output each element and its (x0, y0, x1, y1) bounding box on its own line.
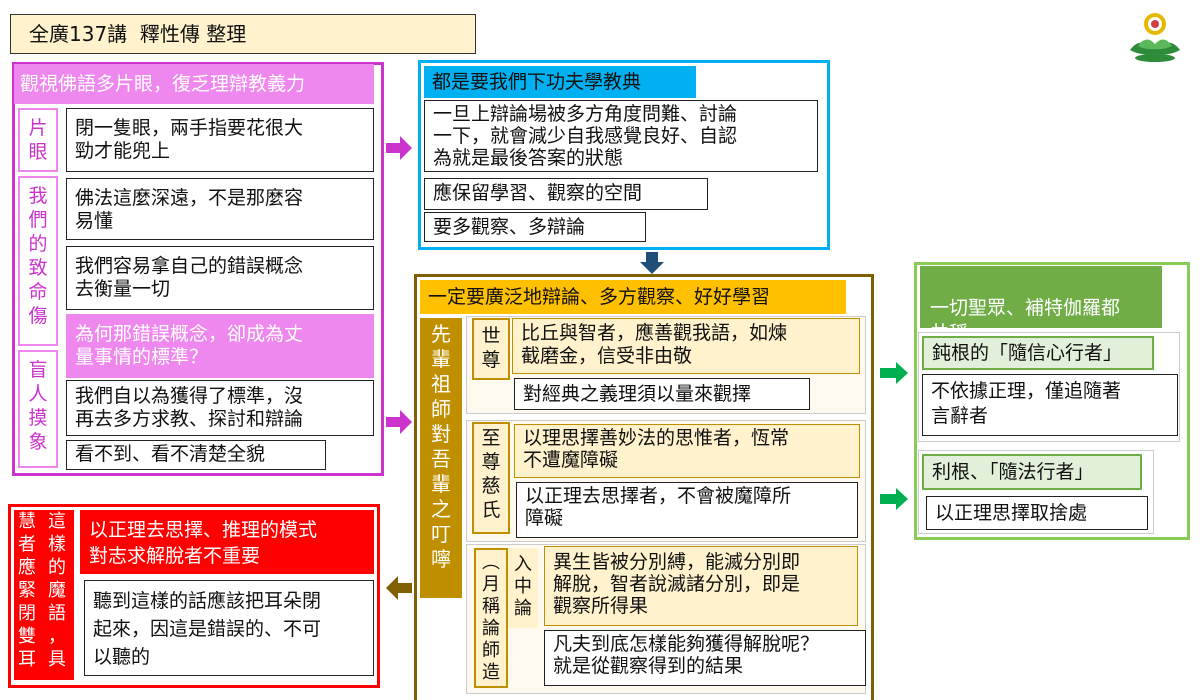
left-frame (12, 62, 384, 476)
left-box-2: 佛法這麼深遠，不是那麼容 易懂 (66, 178, 374, 240)
top-middle-box-2: 應保留學習、觀察的空間 (424, 178, 708, 210)
arrow-right-icon (386, 136, 412, 164)
right-box-2: 以正理思擇取捨處 (926, 496, 1148, 530)
center-g2-label: 至 尊 慈 氏 (472, 422, 510, 534)
lotus-logo-icon (1124, 10, 1186, 64)
center-g3-box-1: 異生皆被分別縛，能滅分別即 解脫，智者說滅諸分別，即是 觀察所得果 (544, 546, 858, 626)
left-label-3: 盲 人 摸 象 (18, 350, 58, 468)
bottom-left-title: 以正理去思擇、推理的模式 對志求解脫者不重要 (80, 510, 374, 574)
right-box-1: 不依據正理，僅追隨著 言辭者 (922, 374, 1178, 436)
bottom-left-frame (8, 504, 380, 688)
bottom-left-side-label-b: 這 樣 的 魔 語 ， 具 (40, 510, 74, 680)
arrow-down-icon (640, 252, 664, 278)
left-box-1: 閉一隻眼，兩手指要花很大 勁才能兜上 (66, 108, 374, 172)
center-g2-box-2: 以正理去思擇者，不會被魔障所 障礙 (516, 482, 858, 538)
top-middle-frame (418, 60, 830, 250)
center-g3-label-inner: 入 中 論 (508, 548, 538, 628)
left-box-6: 看不到、看不清楚全貌 (66, 440, 326, 470)
header-title: 全廣137講 釋性傳 整理 (29, 22, 247, 46)
right-group-2 (918, 450, 1154, 534)
top-middle-box-3: 要多觀察、多辯論 (424, 212, 646, 242)
right-frame (914, 262, 1190, 540)
arrow-right-icon (880, 488, 908, 514)
arrow-right-icon (386, 410, 412, 438)
bottom-left-box-1: 聽到這樣的話應該把耳朵閉 起來，因這是錯誤的、不可 以聽的 (84, 580, 374, 676)
top-middle-title: 都是要我們下功夫學教典 (424, 66, 696, 98)
left-box-4: 為何那錯誤概念，卻成為丈 量事情的標準？ (66, 314, 374, 378)
right-title: 一切聖眾、補特伽羅都 共稱 (920, 266, 1162, 344)
center-g3-box-2: 凡夫到底怎樣能夠獲得解脫呢？ 就是從觀察得到的結果 (544, 630, 866, 686)
header-title-box: 全廣137講 釋性傳 整理 (10, 14, 476, 54)
left-box-3: 我們容易拿自己的錯誤概念 去衡量一切 (66, 246, 374, 310)
center-g2-box-1: 以理思擇善妙法的思惟者，恆常 不遭魔障礙 (514, 424, 860, 478)
bottom-left-side-label-a: 慧 者 應 緊 閉 雙 耳 (14, 510, 40, 680)
arrow-right-icon (880, 362, 908, 388)
right-sub-2: 利根、「隨法行者」 (922, 454, 1142, 490)
center-g1-box-2: 對經典之義理須以量來觀擇 (514, 378, 810, 410)
top-middle-box-1: 一旦上辯論場被多方角度問難、討論 一下，就會減少自我感覺良好、自認 為就是最後答… (424, 100, 818, 172)
center-g1-box-1: 比丘與智者，應善觀我語，如煉 截磨金，信受非由敬 (512, 318, 860, 374)
left-box-5: 我們自以為獲得了標準，沒 再去多方求教、探討和辯論 (66, 380, 374, 436)
left-label-1: 片 眼 (18, 108, 58, 172)
arrow-left-icon (386, 576, 412, 604)
right-sub-1: 鈍根的「隨信心行者」 (922, 336, 1154, 370)
left-title: 觀視佛語多片眼，復乏理辯教義力 (14, 64, 374, 104)
left-label-2: 我 們 的 致 命 傷 (18, 176, 58, 346)
center-frame (414, 274, 874, 700)
center-g1-label: 世 尊 (472, 318, 510, 380)
center-g3-label-outer: ︵ 月 稱 論 師 造 (474, 548, 508, 688)
center-title: 一定要廣泛地辯論、多方觀察、好好學習 (420, 280, 846, 314)
center-side-label: 先 輩 祖 師 對 吾 輩 之 叮 嚀 (420, 318, 462, 598)
right-group-1 (918, 332, 1180, 442)
